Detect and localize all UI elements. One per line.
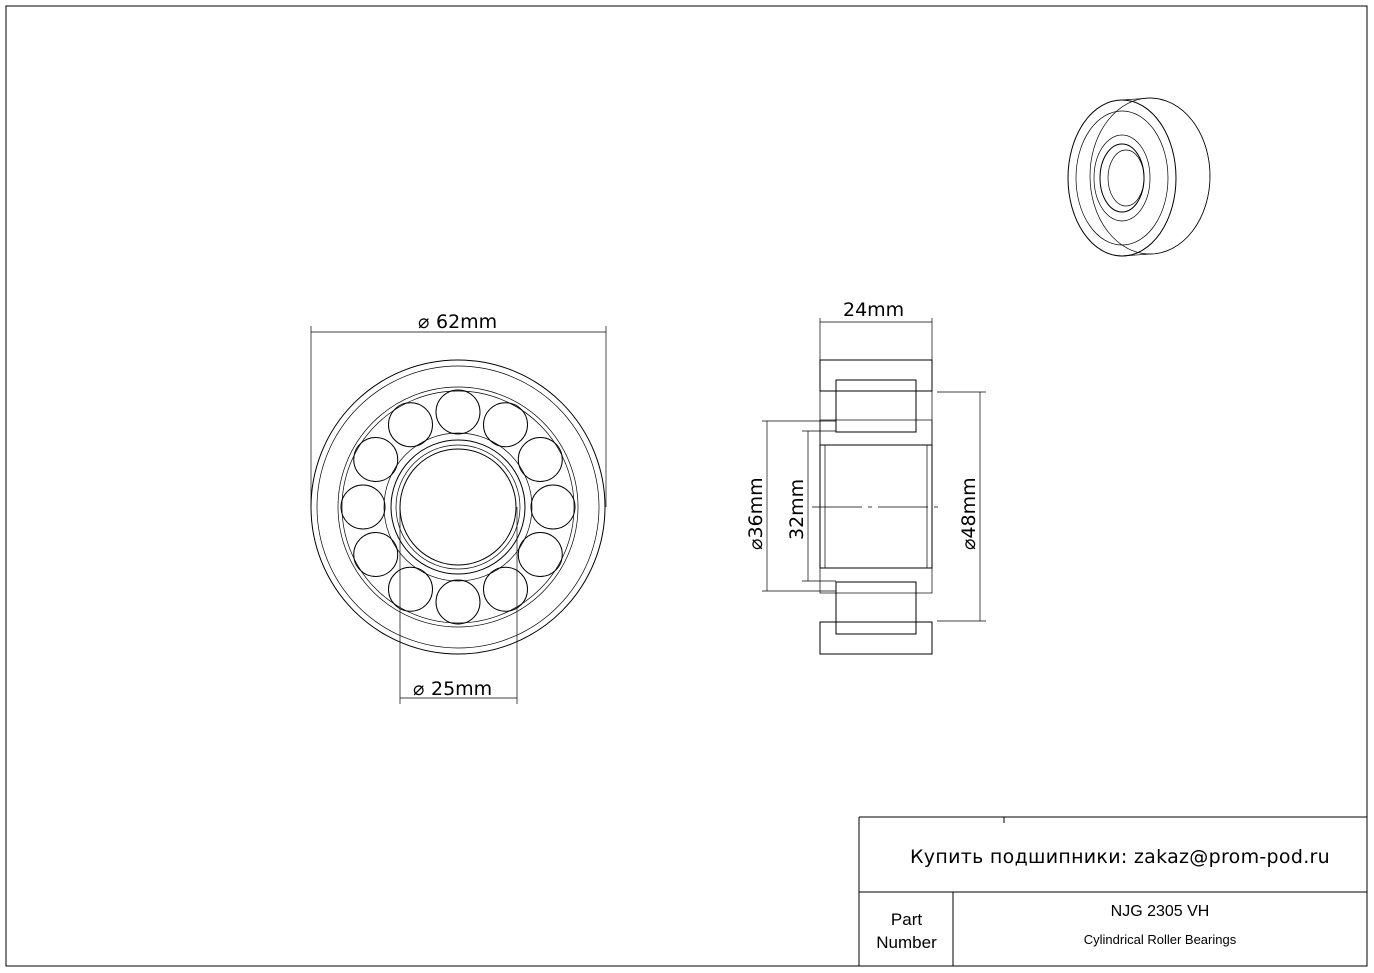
roller [530, 484, 576, 530]
section-view [812, 359, 940, 655]
roller [483, 566, 528, 612]
roller [517, 532, 563, 577]
part-label-line-2: Number [876, 933, 937, 952]
part-description: Cylindrical Roller Bearings [1083, 932, 1237, 947]
buy-contact-text: Купить подшипники: zakaz@prom-pod.ru [910, 846, 1330, 868]
bore-diameter-label: 25mm [431, 678, 492, 700]
sheet-border [5, 5, 1368, 967]
roller [483, 402, 528, 448]
part-label-line-1: Part [890, 910, 923, 929]
diameter-symbol: ⌀ [418, 311, 429, 333]
part-number-value: NJG 2305 VH [1110, 903, 1210, 920]
diameter-48-label: ⌀48mm [958, 477, 980, 550]
part-number-label: Part Number [860, 908, 953, 954]
roller [388, 566, 433, 612]
dim-32-label: 32mm [786, 479, 808, 540]
roller [435, 389, 481, 435]
diameter-36-label: ⌀36mm [745, 477, 767, 550]
roller [353, 532, 399, 577]
roller [517, 437, 563, 482]
outer-diameter-label: 62mm [436, 311, 497, 333]
diameter-symbol: ⌀ [413, 678, 424, 700]
title-block [858, 816, 1367, 966]
front-view [310, 359, 606, 655]
roller [340, 484, 386, 530]
roller [353, 437, 399, 482]
roller [388, 402, 433, 448]
isometric-bearing-view [1067, 97, 1211, 257]
roller [435, 579, 481, 625]
width-label: 24mm [843, 299, 904, 321]
